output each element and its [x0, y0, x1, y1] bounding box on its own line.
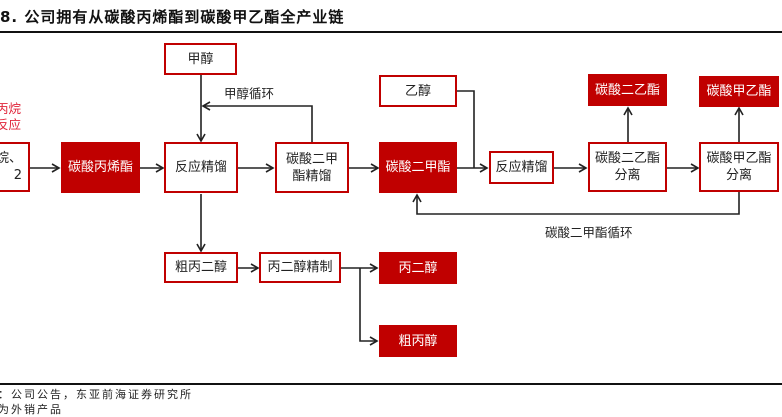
- top-rule: [0, 31, 782, 33]
- node-emc-product: 碳酸甲乙酯: [699, 76, 779, 107]
- edge-pgref-to-crudepropanol: [359, 268, 379, 346]
- node-dec-separation-line1: 碳酸二乙酯: [594, 151, 660, 166]
- edge-methanol-recycle: [201, 101, 313, 142]
- node-dmc-distillation-line1: 碳酸二甲: [285, 151, 338, 167]
- node-dmc-distillation: 碳酸二甲 酯精馏: [275, 142, 349, 193]
- bottom-rule: [0, 383, 782, 385]
- label-dmc-recycle: 碳酸二甲酯循环: [545, 225, 633, 240]
- figure-title: 8. 公司拥有从碳酸丙烯酯到碳酸甲乙酯全产业链: [0, 8, 345, 26]
- left-red-label-line1: 丙烷: [0, 101, 22, 116]
- node-reactive-distillation-1: 反应精馏: [164, 142, 238, 193]
- node-left-partial: 烷、 2: [0, 142, 30, 192]
- node-pg-refining: 丙二醇精制: [259, 252, 341, 283]
- label-methanol-recycle: 甲醇循环: [224, 86, 275, 101]
- node-propylene-carbonate: 碳酸丙烯酯: [61, 142, 140, 193]
- node-emc-separation-line2: 分离: [725, 168, 752, 183]
- node-left-partial-line1: 烷、: [0, 151, 22, 166]
- node-dec-product: 碳酸二乙酯: [588, 74, 667, 106]
- node-emc-separation: 碳酸甲乙酯 分离: [699, 142, 779, 192]
- node-pg-product: 丙二醇: [379, 252, 457, 284]
- edge-dmc-recycle: [412, 192, 740, 215]
- node-reactive-distillation-2: 反应精馏: [489, 151, 554, 184]
- node-dec-separation-line2: 分离: [614, 168, 641, 183]
- edge-ethanol-to-rd2: [456, 90, 475, 168]
- node-dec-separation: 碳酸二乙酯 分离: [588, 142, 667, 192]
- node-dmc: 碳酸二甲酯: [379, 142, 457, 193]
- node-dmc-distillation-line2: 酯精馏: [292, 168, 332, 184]
- left-red-label-line2: 反应: [0, 117, 22, 132]
- node-methanol: 甲醇: [164, 43, 237, 75]
- footnote: 为外销产品: [0, 403, 63, 416]
- node-crude-pg: 粗丙二醇: [164, 252, 238, 283]
- node-ethanol: 乙醇: [379, 75, 457, 107]
- node-crude-propanol-product: 粗丙醇: [379, 325, 457, 357]
- source-note: ：公司公告，东亚前海证券研究所: [0, 388, 193, 401]
- node-left-partial-line2: 2: [13, 168, 22, 183]
- node-emc-separation-line1: 碳酸甲乙酯: [706, 151, 772, 166]
